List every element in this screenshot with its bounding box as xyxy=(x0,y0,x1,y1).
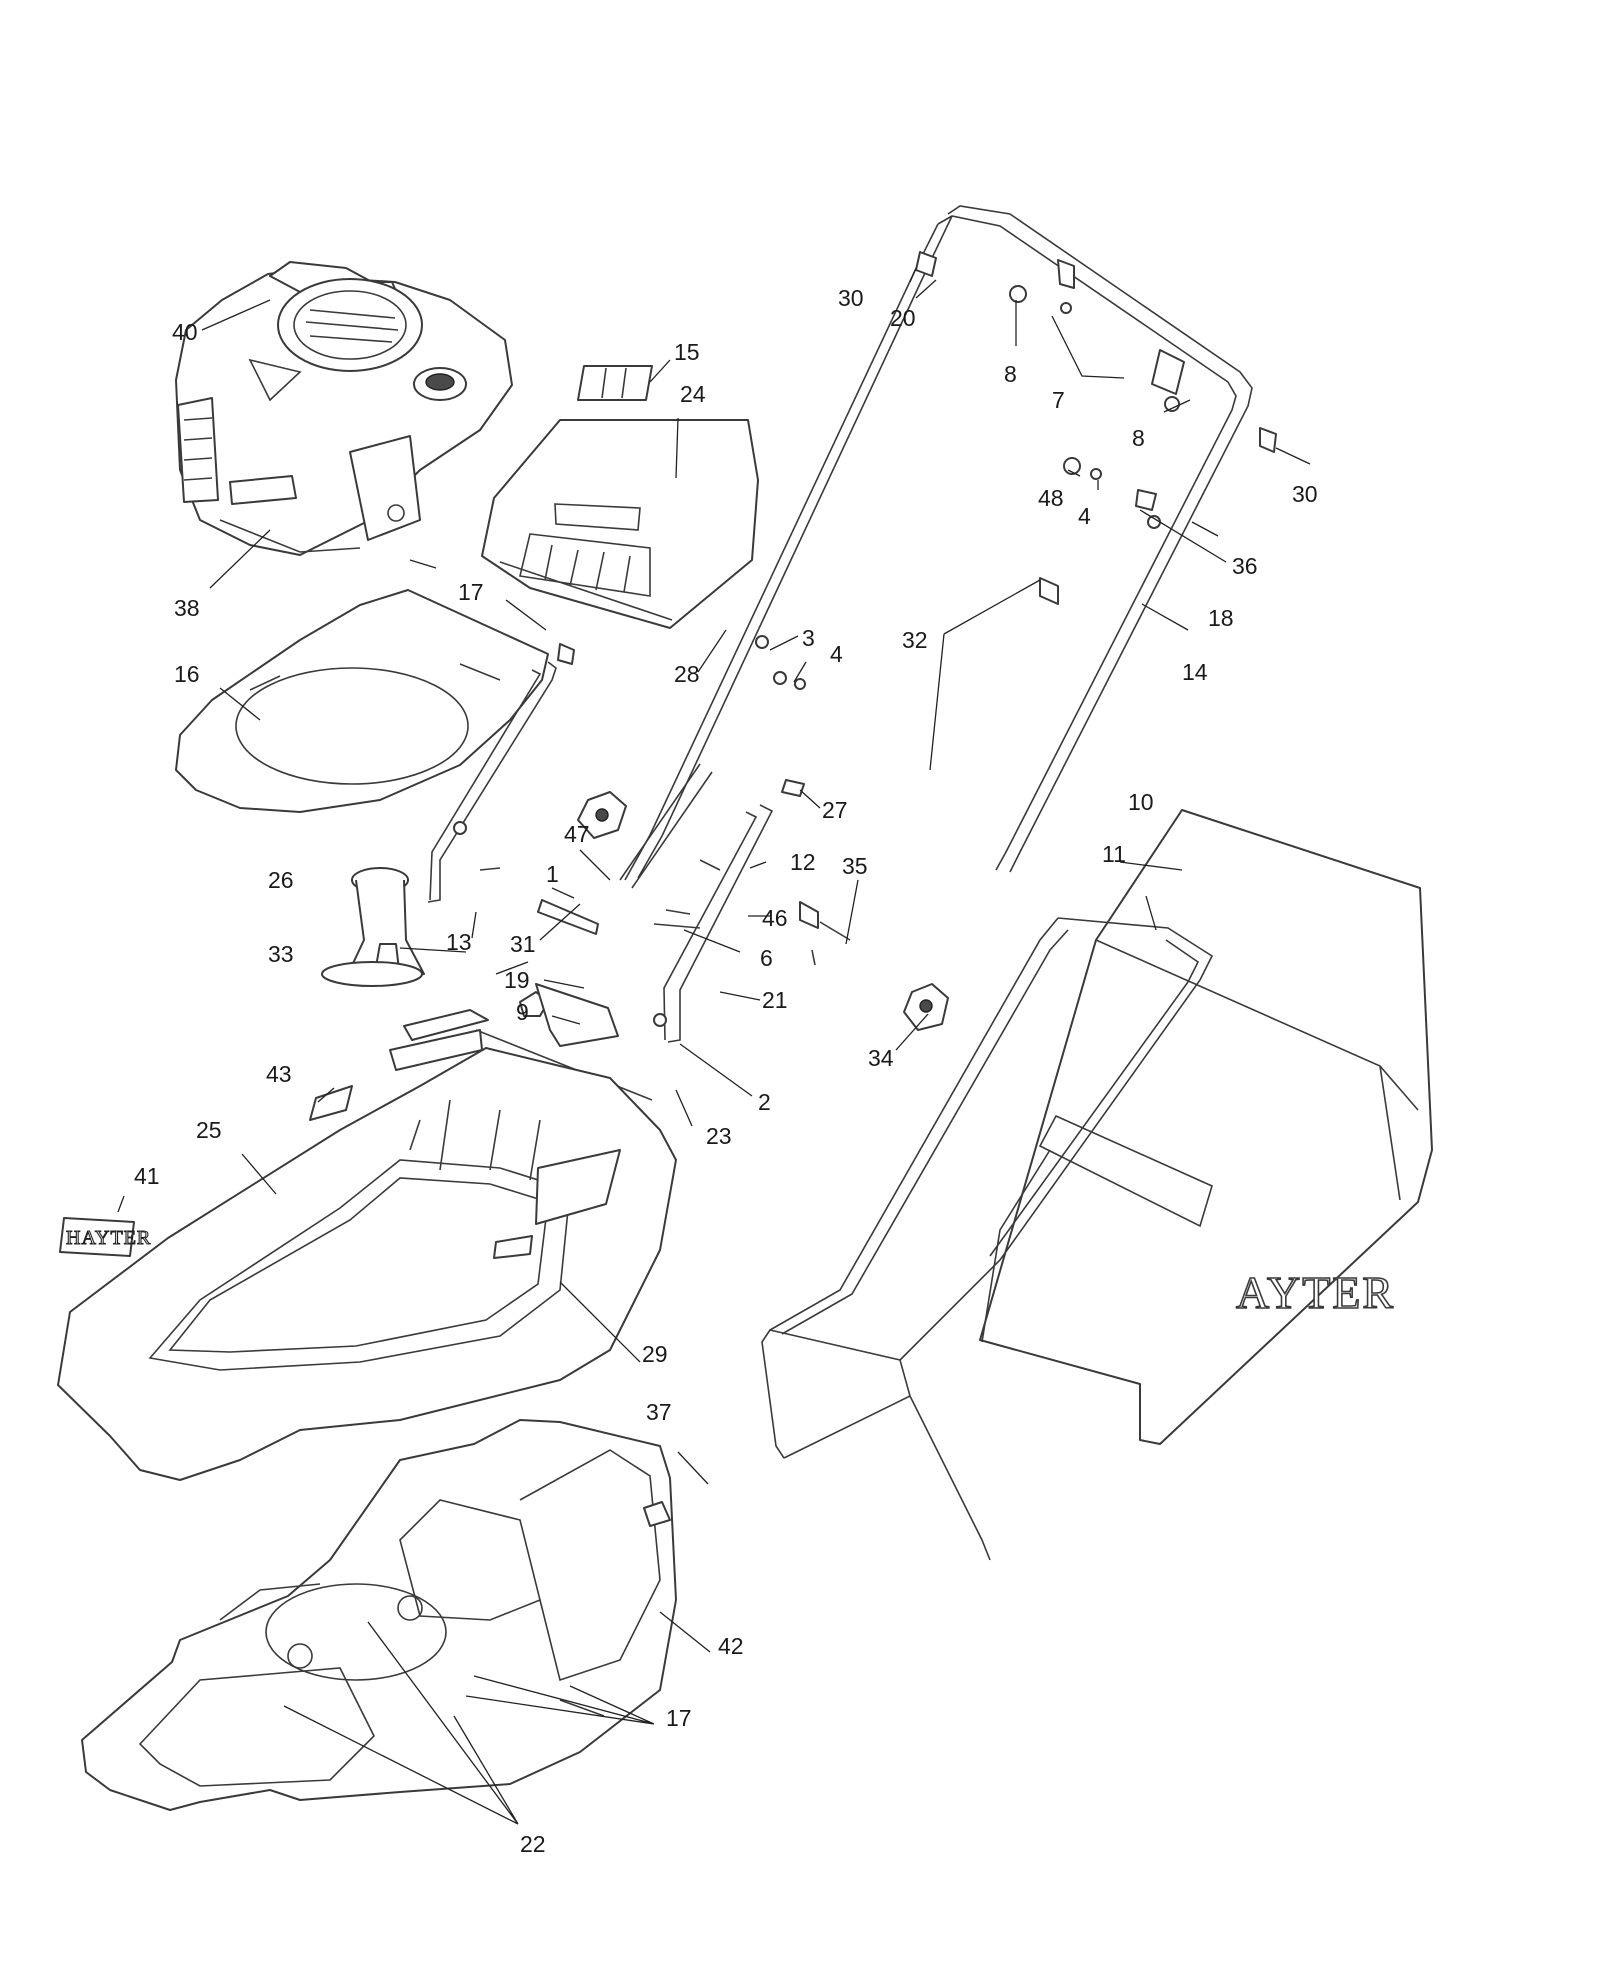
callout-34: 34 xyxy=(868,1045,894,1071)
deck-decal xyxy=(309,1085,353,1121)
callout-11: 11 xyxy=(1102,841,1126,867)
callout-1: 1 xyxy=(546,861,559,887)
callout-32: 32 xyxy=(902,627,928,653)
callout-4: 4 xyxy=(1078,503,1091,529)
callout-24: 24 xyxy=(680,381,706,407)
callout-18: 18 xyxy=(1208,605,1234,631)
engine-cover xyxy=(175,589,549,813)
callout-12: 12 xyxy=(790,849,816,875)
callout-35: 35 xyxy=(842,853,868,879)
callout-3: 3 xyxy=(802,625,815,651)
grass-box: AYTER xyxy=(979,809,1433,1445)
callout-47: 47 xyxy=(564,821,590,847)
leader-lines xyxy=(117,267,1311,1825)
callout-23: 23 xyxy=(706,1123,732,1149)
callout-15: 15 xyxy=(674,339,700,365)
callout-6: 6 xyxy=(760,945,773,971)
callout-16: 16 xyxy=(174,661,200,687)
lower-handle xyxy=(427,661,774,1043)
callout-31: 31 xyxy=(510,931,536,957)
callout-10: 10 xyxy=(1128,789,1154,815)
callout-43: 43 xyxy=(266,1061,292,1087)
grass-box-brand: AYTER xyxy=(1236,1267,1395,1318)
callout-13: 13 xyxy=(446,929,472,955)
badge-text: HAYTER xyxy=(66,1227,151,1249)
callout-7: 7 xyxy=(1052,387,1065,413)
callout-21: 21 xyxy=(762,987,788,1013)
callout-48: 48 xyxy=(1038,485,1064,511)
callout-2: 2 xyxy=(758,1089,771,1115)
callout-22: 22 xyxy=(520,1831,546,1857)
callout-29: 29 xyxy=(642,1341,668,1367)
callout-numbers: 40 38 17 16 15 24 28 3 4 30 20 8 7 8 30 … xyxy=(134,285,1318,1857)
callout-42: 42 xyxy=(718,1633,744,1659)
upper-handle xyxy=(624,205,1253,881)
callout-17: 17 xyxy=(458,579,484,605)
height-adjuster xyxy=(321,867,489,1041)
callout-4: 4 xyxy=(830,641,843,667)
main-mower-cover xyxy=(57,1047,677,1481)
hayter-badge: HAYTER xyxy=(59,1217,151,1257)
callout-8: 8 xyxy=(1004,361,1017,387)
safety-decal xyxy=(577,365,653,401)
callout-19: 19 xyxy=(504,967,530,993)
engine-assembly xyxy=(175,261,513,556)
control-panel-cover xyxy=(481,419,759,629)
mower-chassis xyxy=(81,1419,677,1811)
callout-27: 27 xyxy=(822,797,848,823)
callout-37: 37 xyxy=(646,1399,672,1425)
callout-26: 26 xyxy=(268,867,294,893)
callout-17: 17 xyxy=(666,1705,692,1731)
callout-36: 36 xyxy=(1232,553,1258,579)
callout-30: 30 xyxy=(1292,481,1318,507)
callout-25: 25 xyxy=(196,1117,222,1143)
callout-30: 30 xyxy=(838,285,864,311)
grass-box-frame xyxy=(761,917,1214,1561)
callout-9: 9 xyxy=(516,999,529,1025)
callout-33: 33 xyxy=(268,941,294,967)
callout-40: 40 xyxy=(172,319,198,345)
callout-41: 41 xyxy=(134,1163,160,1189)
callout-14: 14 xyxy=(1182,659,1208,685)
callout-46: 46 xyxy=(762,905,788,931)
callout-8: 8 xyxy=(1132,425,1145,451)
hardware-items xyxy=(389,251,1277,1101)
callout-28: 28 xyxy=(674,661,700,687)
callout-38: 38 xyxy=(174,595,200,621)
callout-20: 20 xyxy=(890,305,916,331)
